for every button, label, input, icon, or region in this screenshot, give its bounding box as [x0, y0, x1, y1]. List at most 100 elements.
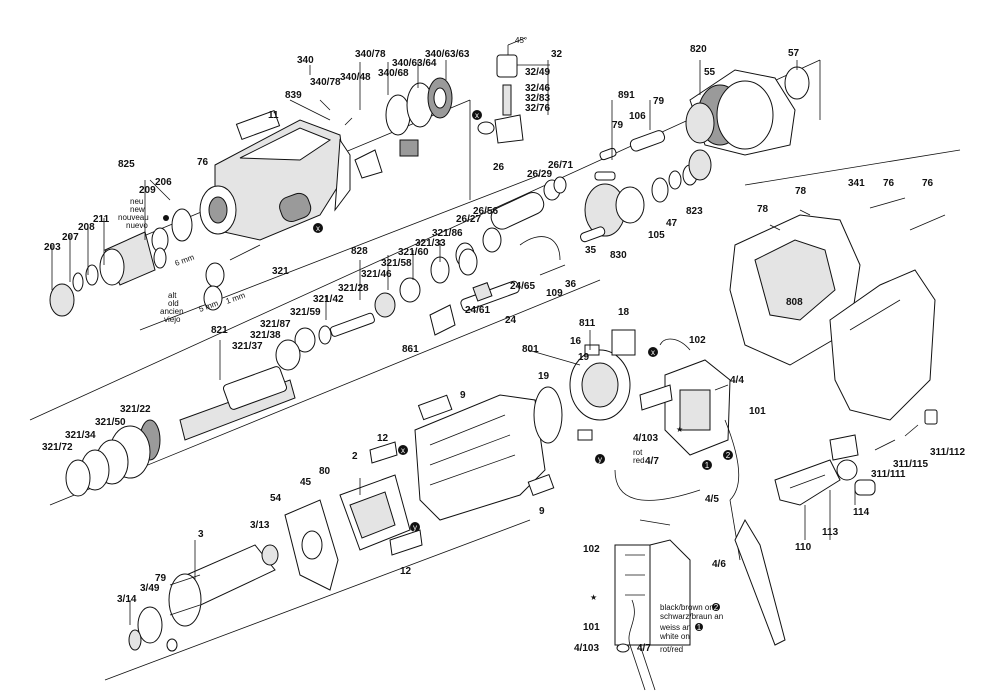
leader-lines [51, 60, 856, 625]
label-321-42: 321/42 [313, 294, 344, 305]
label-4-103a: 4/103 [633, 433, 658, 444]
label-321-22: 321/22 [120, 404, 151, 415]
label-102a: 102 [689, 335, 706, 346]
marker-x-3 [648, 347, 658, 357]
label-32: 32 [551, 49, 563, 60]
label-321-72: 321/72 [42, 442, 73, 453]
label-79c: 79 [155, 573, 167, 584]
label-321-50: 321/50 [95, 417, 126, 428]
label-102b: 102 [583, 544, 600, 555]
label-3-49: 3/49 [140, 583, 160, 594]
label-45: 45 [300, 477, 312, 488]
label-801: 801 [522, 344, 539, 355]
label-109: 109 [546, 288, 563, 299]
label-101a: 101 [749, 406, 766, 417]
part-labels: 340 340/78 340/78 340/48 340/68 340/63/6… [42, 44, 965, 654]
trigger-switch [614, 338, 786, 646]
label-79a: 79 [653, 96, 665, 107]
motor-housing [414, 394, 555, 521]
cylinder-housing [685, 66, 810, 156]
marker-2-text: 2 [726, 451, 731, 460]
label-3-14: 3/14 [117, 594, 137, 605]
label-811: 811 [579, 318, 596, 329]
group-lines [29, 59, 961, 681]
label-24-65: 24/65 [510, 281, 535, 292]
new-variant-3: nuevo [126, 221, 148, 230]
label-54: 54 [270, 493, 282, 504]
label-321-46: 321/46 [361, 269, 392, 280]
label-4-7b: 4/7 [637, 643, 651, 654]
label-209: 209 [139, 185, 156, 196]
connection-markers: x x x x y y 1 2 [163, 110, 733, 532]
label-26-29: 26/29 [527, 169, 552, 180]
label-311-112: 311/112 [930, 447, 965, 458]
label-80: 80 [319, 466, 331, 477]
marker-x-4 [398, 445, 408, 455]
label-79b: 79 [612, 120, 624, 131]
marker-1-text: 1 [705, 461, 710, 470]
rot-text: rot [633, 448, 643, 457]
wire-black-text: black/brown on [660, 603, 714, 612]
label-24-61: 24/61 [465, 305, 490, 316]
annotations: 45° neu new nouveau nuevo 6 mm alt old a… [118, 36, 723, 654]
label-825: 825 [118, 159, 135, 170]
label-3-13: 3/13 [250, 520, 270, 531]
label-35: 35 [585, 245, 597, 256]
label-55: 55 [704, 67, 716, 78]
label-206: 206 [155, 177, 172, 188]
wire-white-de-text: weiss an [659, 623, 691, 632]
label-32-76: 32/76 [525, 103, 550, 114]
size-5mm: 5 mm [198, 298, 220, 313]
marker-2 [723, 450, 733, 460]
label-19b: 19 [538, 371, 550, 382]
label-32-46: 32/46 [525, 83, 550, 94]
label-105: 105 [648, 230, 665, 241]
label-36: 36 [565, 279, 577, 290]
label-4-7a: 4/7 [645, 456, 659, 467]
label-321-38: 321/38 [250, 330, 281, 341]
label-321-87: 321/87 [260, 319, 291, 330]
label-101b: 101 [583, 622, 600, 633]
marker-y-1-text: y [598, 455, 602, 464]
rot-red-inline: rot/red [660, 645, 683, 654]
label-340-78b: 340/78 [310, 77, 341, 88]
label-208: 208 [78, 222, 95, 233]
label-311-115: 311/115 [893, 459, 928, 470]
old-variant-0: alt [168, 291, 177, 300]
label-11: 11 [268, 110, 279, 121]
label-32-49: 32/49 [525, 67, 550, 78]
label-321-34: 321/34 [65, 430, 96, 441]
label-340-63-64: 340/63/64 [392, 58, 437, 69]
gear-assembly [455, 130, 712, 276]
label-26-56: 26/56 [473, 206, 498, 217]
label-18: 18 [618, 307, 630, 318]
label-47: 47 [666, 218, 678, 229]
new-variant-1: new [130, 205, 145, 214]
new-variant-2: nouveau [118, 213, 149, 222]
front-seals [229, 77, 453, 261]
label-16: 16 [570, 336, 582, 347]
label-57: 57 [788, 48, 800, 59]
label-321: 321 [272, 266, 289, 277]
label-321-58: 321/58 [381, 258, 412, 269]
marker-y-1 [595, 454, 605, 464]
hammer-housing-front [199, 110, 351, 241]
old-variant-1: old [168, 299, 179, 308]
label-321-28: 321/28 [338, 283, 369, 294]
label-9a: 9 [460, 390, 466, 401]
marker-x-1 [313, 223, 323, 233]
label-76c: 76 [922, 178, 934, 189]
marker-1 [702, 460, 712, 470]
label-321-60: 321/60 [398, 247, 429, 258]
chuck-components [49, 208, 225, 317]
label-821: 821 [211, 325, 228, 336]
fan-baffle [284, 499, 339, 591]
new-variant-0: neu [130, 197, 143, 206]
label-26-27: 26/27 [456, 214, 481, 225]
label-211: 211 [93, 214, 110, 225]
label-110: 110 [795, 542, 812, 553]
label-839: 839 [285, 90, 302, 101]
marker-x-4-text: x [401, 446, 405, 455]
label-32-83: 32/83 [525, 93, 550, 104]
mode-switch-knob [477, 37, 550, 144]
